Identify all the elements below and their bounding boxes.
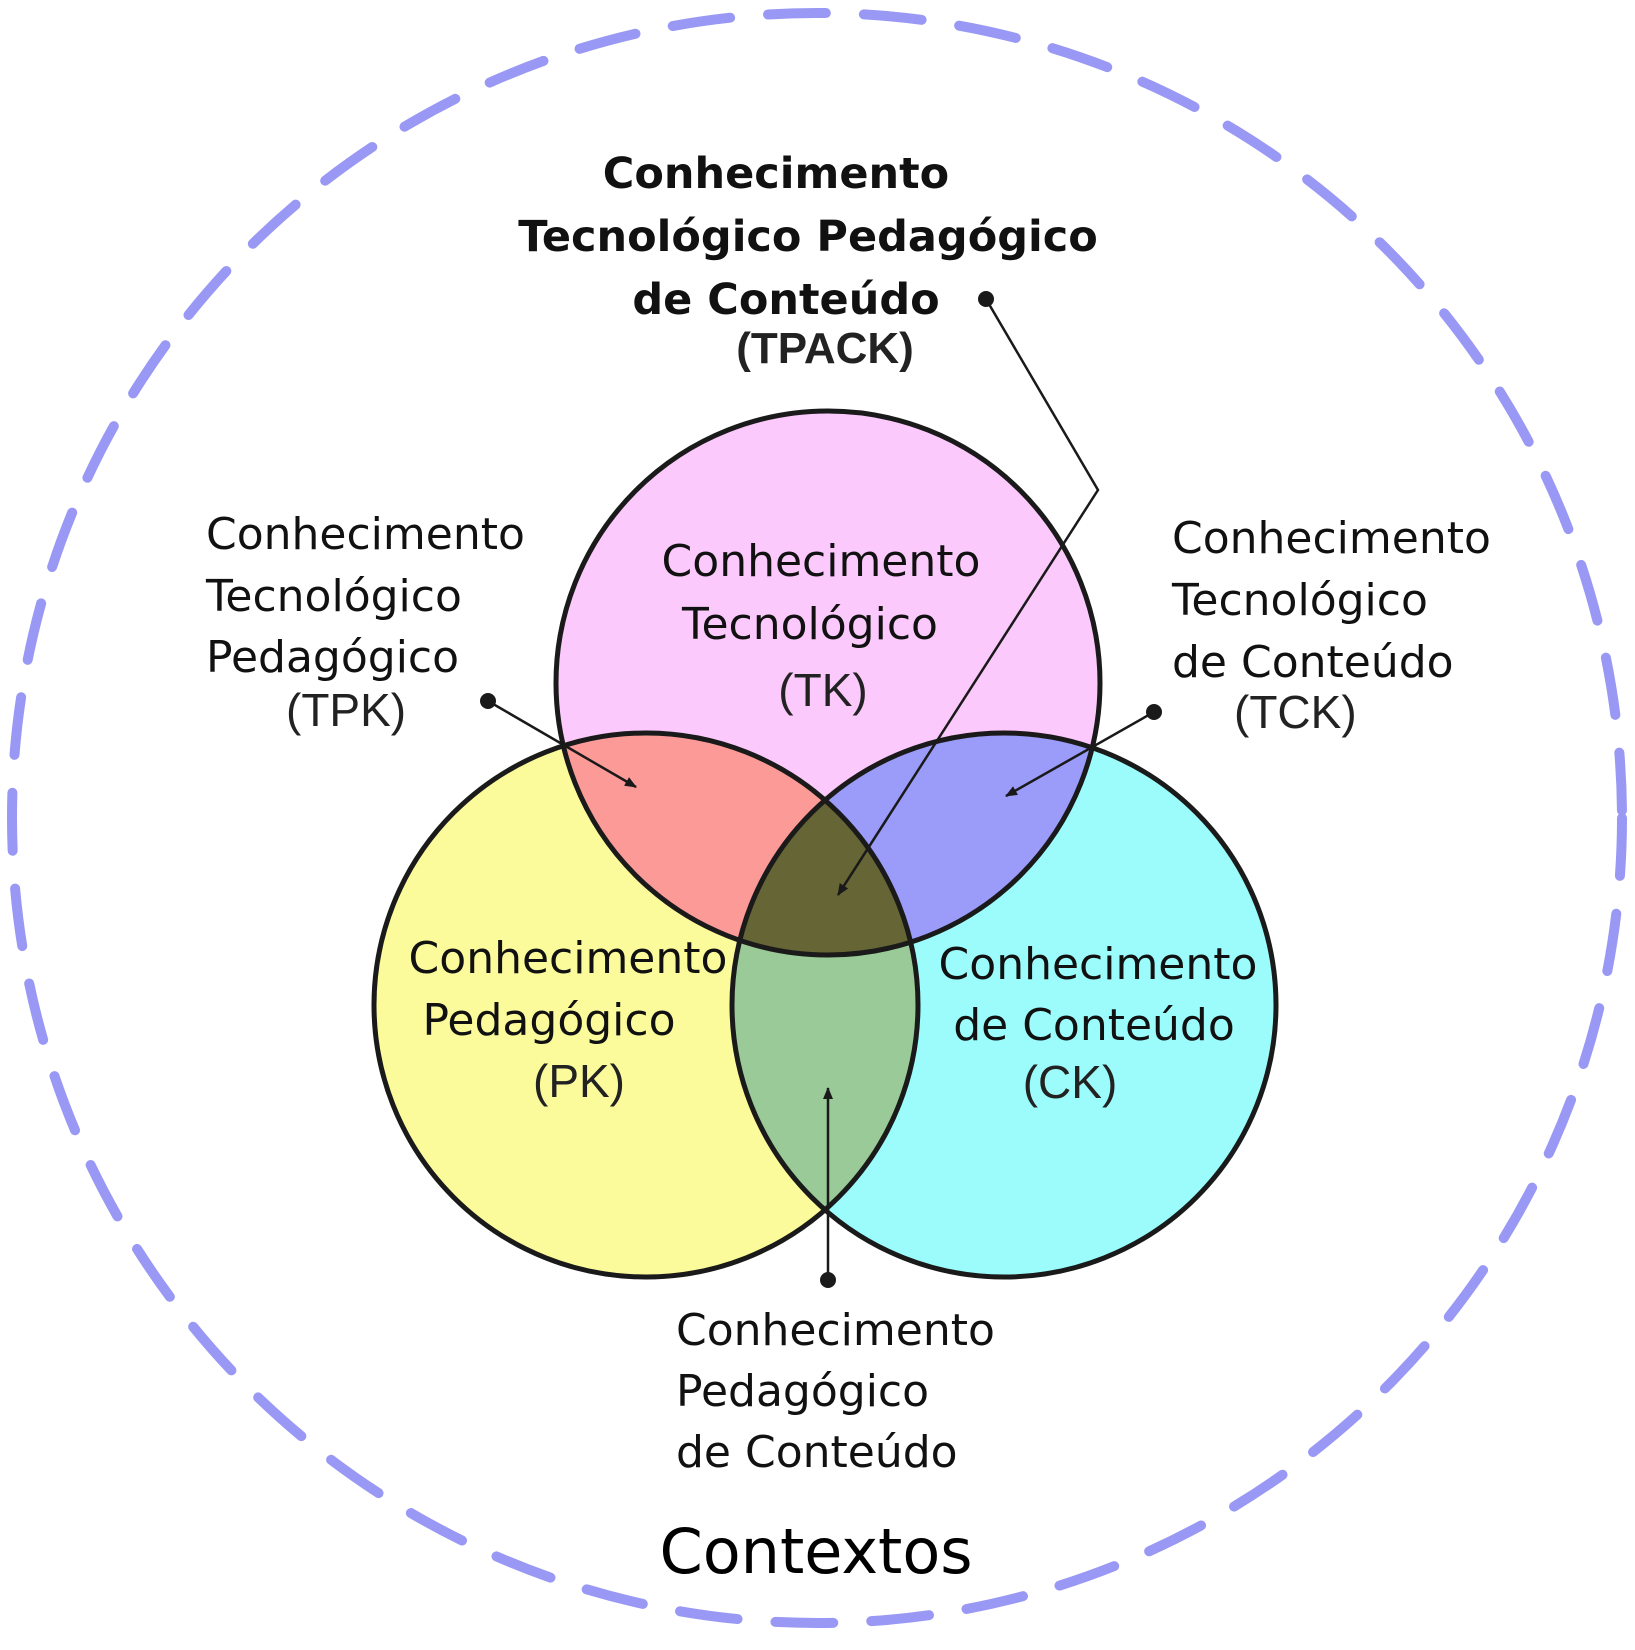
ck-label: Conhecimento de Conteúdo (CK) (939, 939, 1258, 1108)
tpack-leader-line (836, 298, 1100, 896)
tpk-leader-line (487, 699, 637, 789)
tpack-label-line1: Conhecimento (603, 149, 949, 199)
tpack-label-line2: Tecnológico Pedagógico (518, 212, 1098, 262)
pk-label-line2: Pedagógico (422, 995, 675, 1046)
pk-label: Conhecimento Pedagógico (PK) (409, 933, 728, 1107)
tk-circle-outline (553, 408, 1103, 958)
tpk-label-line3: Pedagógico (206, 632, 459, 683)
pck-leader-dot (820, 1272, 836, 1288)
tk-label-line1: Conhecimento (662, 536, 981, 587)
context-label: Contextos (659, 1515, 972, 1588)
tk-label: Conhecimento Tecnológico (TK) (662, 536, 981, 716)
ck-label-line1: Conhecimento (939, 939, 1258, 990)
tck-leader-line (1005, 710, 1155, 798)
tpack-region (732, 733, 918, 955)
tpk-label-abbr: (TPK) (286, 684, 406, 736)
pk-circle-outline (371, 730, 921, 1280)
tck-leader-dot (1146, 704, 1162, 720)
tk-label-line2: Tecnológico (681, 599, 938, 650)
tck-label-line3: de Conteúdo (1172, 637, 1454, 688)
pk-label-line1: Conhecimento (409, 933, 728, 984)
pck-label-line1: Conhecimento (676, 1305, 995, 1356)
pck-label: Conhecimento Pedagógico de Conteúdo (676, 1305, 995, 1478)
tpk-leader-dot (480, 693, 496, 709)
tpk-label: Conhecimento Tecnológico Pedagógico (TPK… (205, 509, 525, 736)
tck-label-abbr: (TCK) (1234, 686, 1357, 738)
tck-label-line1: Conhecimento (1172, 513, 1491, 564)
tk-label-abbr: (TK) (778, 664, 867, 716)
ck-label-line2: de Conteúdo (953, 1000, 1235, 1051)
tck-label-line2: Tecnológico (1171, 575, 1428, 626)
tpack-label-line3: de Conteúdo (632, 275, 939, 325)
pk-label-abbr: (PK) (533, 1055, 625, 1107)
tpk-label-line1: Conhecimento (206, 509, 525, 560)
pck-label-line2: Pedagógico (676, 1366, 929, 1417)
tpack-label: Conhecimento Tecnológico Pedagógico de C… (518, 149, 1098, 373)
tpack-leader-dot (978, 291, 994, 307)
ck-label-abbr: (CK) (1023, 1056, 1118, 1108)
pck-label-line3: de Conteúdo (676, 1427, 958, 1478)
tck-label: Conhecimento Tecnológico de Conteúdo (TC… (1171, 513, 1491, 738)
ck-circle-outline (729, 730, 1279, 1280)
context-ring (7, 8, 1627, 1628)
tpk-label-line2: Tecnológico (205, 571, 462, 622)
tpack-label-abbr: (TPACK) (736, 324, 914, 373)
